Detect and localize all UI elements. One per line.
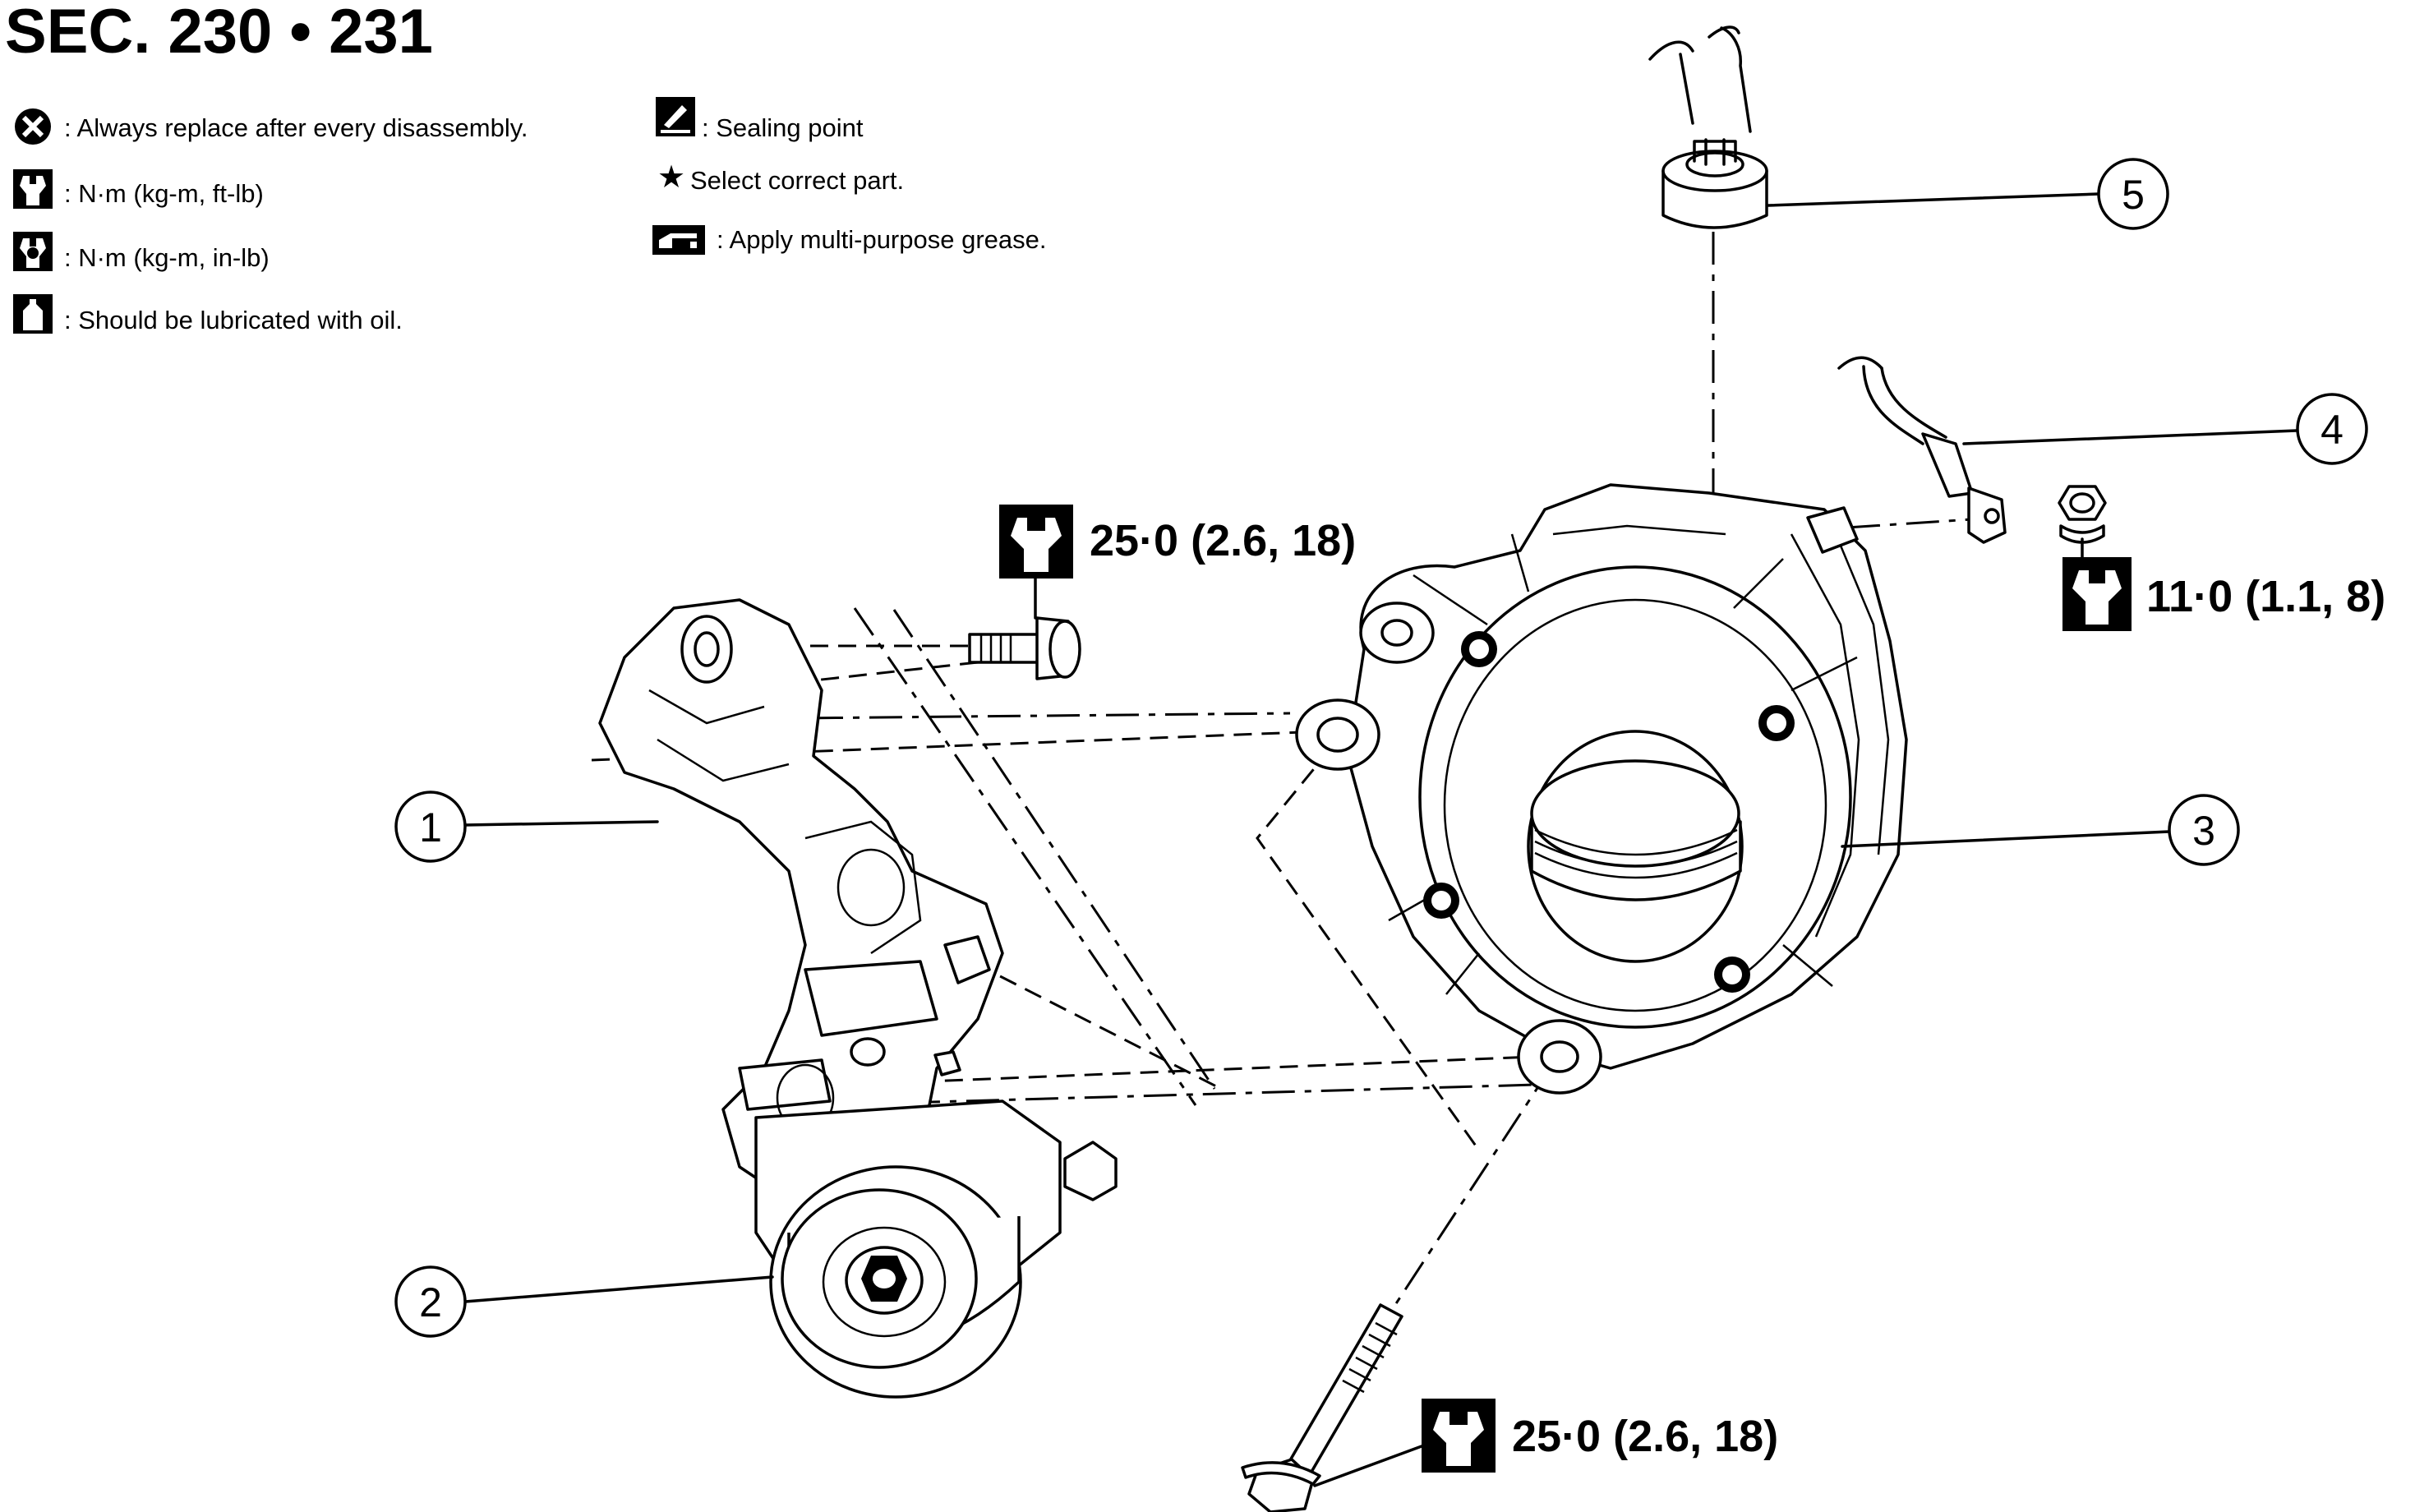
legend-left: : Always replace after every disassembly…: [13, 108, 528, 334]
legend-item-select-part: Select correct part.: [690, 166, 904, 195]
legend-item-always-replace: : Always replace after every disassembly…: [64, 113, 528, 142]
legend-right: : Sealing point ★ Select correct part. :…: [652, 97, 1047, 255]
oil-can-icon: [13, 294, 53, 334]
callout-4: 4: [1962, 393, 2368, 465]
torque-upper-bolt: 25·0 (2.6, 18): [999, 505, 1356, 620]
callout-2: 2: [394, 1265, 774, 1338]
section-title: SEC. 230 • 231: [5, 0, 433, 67]
torque-value-nut: 11·0 (1.1, 8): [2146, 572, 2385, 621]
torque-lower-bolt: 25·0 (2.6, 18): [1313, 1399, 1778, 1487]
callout-1: 1: [394, 791, 659, 863]
upper-mounting-bolt: [968, 616, 1081, 680]
grease-icon: [652, 225, 705, 255]
callout-number: 4: [2321, 407, 2344, 453]
callout-3: 3: [1841, 794, 2240, 866]
battery-cable-terminal: [1837, 356, 2007, 544]
torque-value-lower-bolt: 25·0 (2.6, 18): [1512, 1412, 1778, 1461]
legend-item-lubricate: : Should be lubricated with oil.: [64, 306, 403, 334]
callout-number: 3: [2192, 808, 2215, 854]
terminal-nut: [2058, 485, 2107, 544]
callout-number: 1: [419, 804, 442, 850]
legend-item-sealing-point: : Sealing point: [702, 113, 864, 142]
torque-wrench-filled-icon: [13, 232, 53, 271]
torque-value-upper-bolt: 25·0 (2.6, 18): [1090, 516, 1356, 565]
legend-item-torque-inlb: : N·m (kg-m, in-lb): [64, 243, 270, 272]
always-replace-icon: [15, 108, 51, 145]
callout-5: 5: [1767, 158, 2169, 230]
star-icon: ★: [657, 159, 685, 195]
sealing-point-icon: [656, 97, 695, 136]
alternator: [1295, 483, 1908, 1095]
callout-number: 2: [419, 1279, 442, 1325]
callout-number: 5: [2122, 172, 2145, 218]
long-through-bolt: [1241, 1303, 1403, 1512]
legend-item-grease: : Apply multi-purpose grease.: [717, 225, 1047, 254]
torque-nut: 11·0 (1.1, 8): [2062, 537, 2385, 631]
alternator-bracket: [598, 598, 1004, 1201]
legend-item-torque-ftlb: : N·m (kg-m, ft-lb): [64, 179, 264, 208]
idler-pulley: [754, 1099, 1118, 1399]
torque-wrench-icon: [13, 169, 53, 209]
harness-connector: [1648, 25, 1768, 229]
